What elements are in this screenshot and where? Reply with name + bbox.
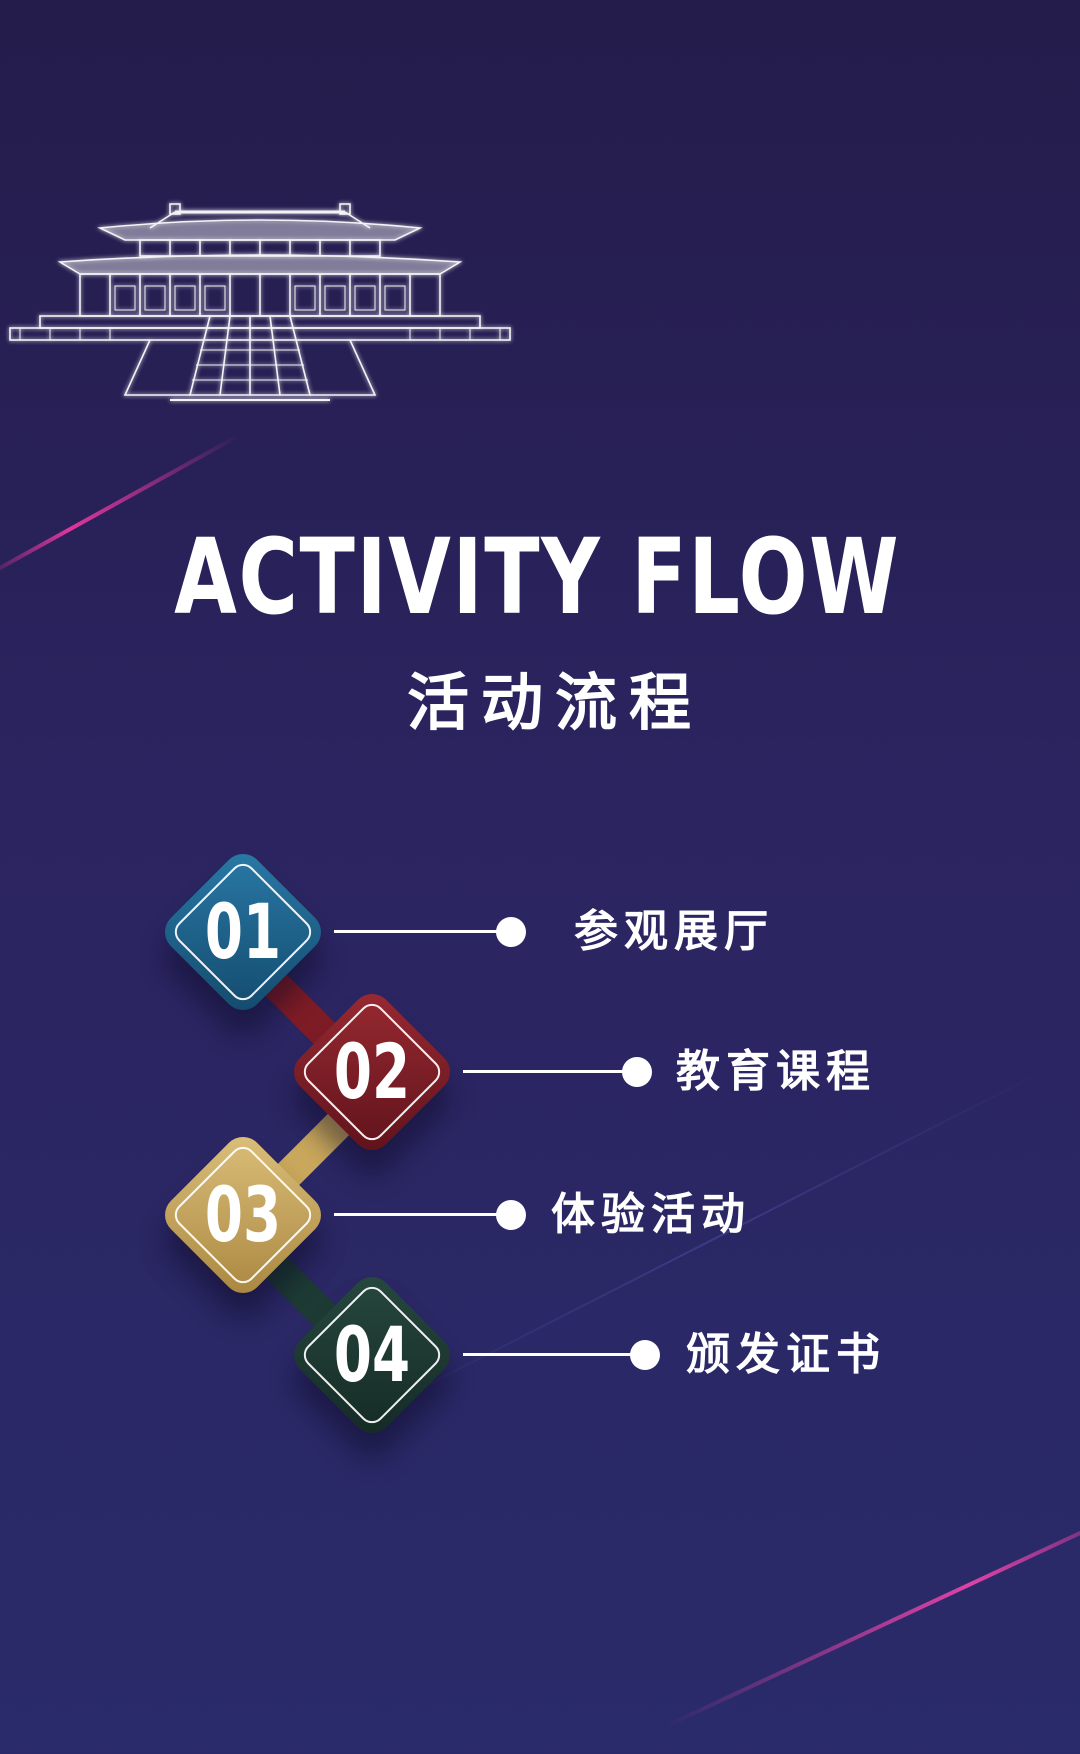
step-line-02 [463, 1070, 638, 1073]
step-line-01 [334, 930, 512, 933]
step-line-04 [463, 1353, 646, 1356]
palace-illustration [0, 203, 570, 401]
step-number-02: 02 [333, 1027, 411, 1116]
title-chinese: 活动流程 [406, 666, 703, 739]
step-number-01: 01 [204, 887, 282, 976]
step-dot-03 [496, 1200, 526, 1230]
step-dot-01 [496, 917, 526, 947]
step-number-04: 04 [333, 1310, 411, 1399]
step-label-03: 体验活动 [551, 1189, 751, 1240]
step-dot-04 [630, 1340, 660, 1370]
pink-light-streak [663, 1505, 1080, 1729]
step-label-04: 颁发证书 [686, 1329, 886, 1380]
step-label-02: 教育课程 [676, 1046, 876, 1097]
step-label-01: 参观展厅 [574, 906, 774, 957]
step-dot-02 [622, 1057, 652, 1087]
title-english: ACTIVITY FLOW [174, 516, 901, 638]
step-number-03: 03 [204, 1170, 282, 1259]
step-line-03 [334, 1213, 512, 1216]
